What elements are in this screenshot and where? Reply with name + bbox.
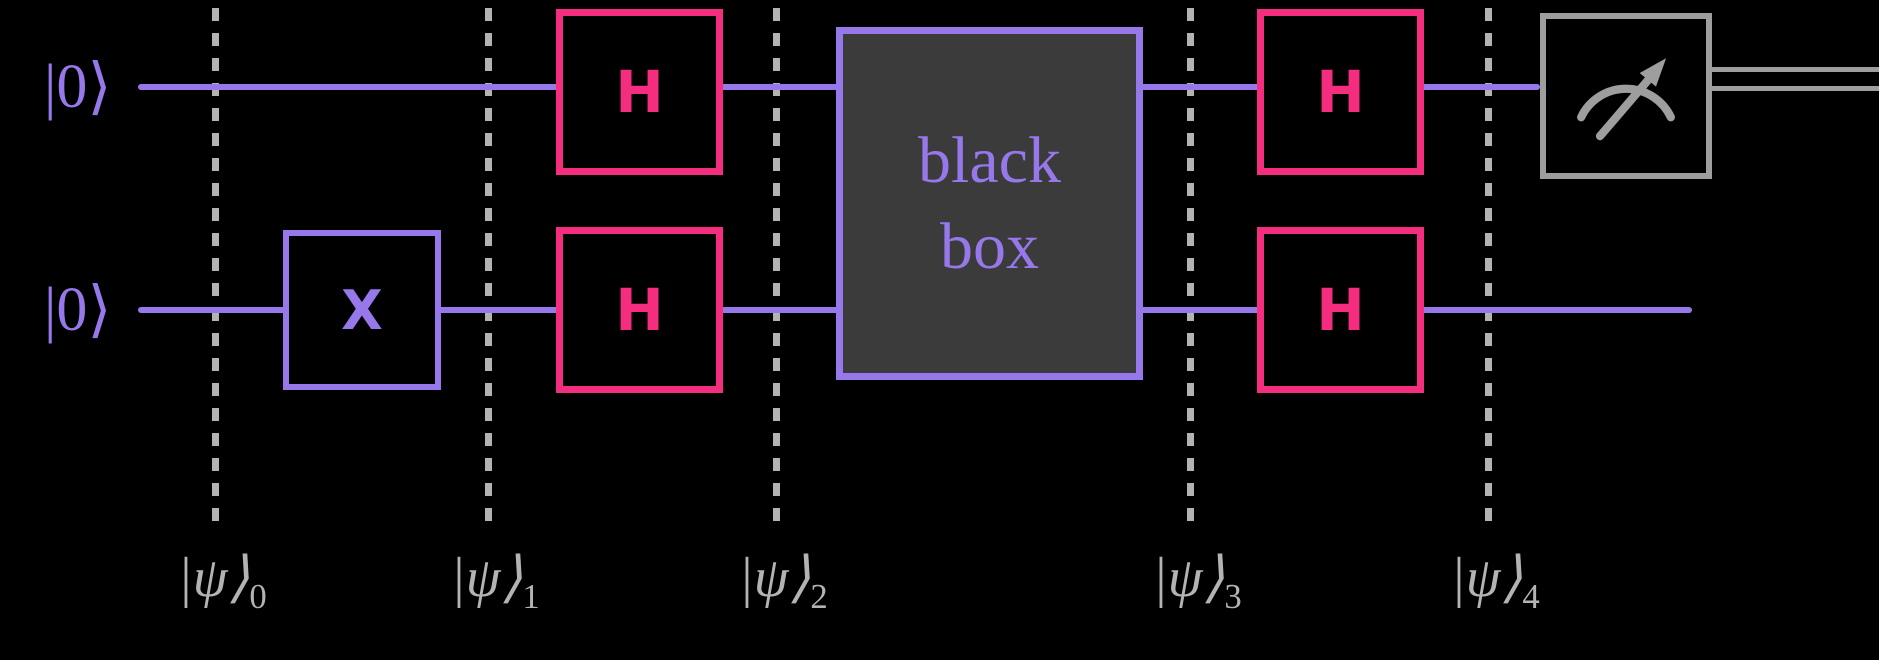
h-gate-label: H [1316, 58, 1365, 126]
barrier-line-4 [1485, 8, 1492, 522]
h-gate-label: H [1316, 276, 1365, 344]
psi-sub: 3 [1224, 577, 1242, 617]
barrier-line-1 [485, 8, 492, 522]
x-gate-label: X [341, 278, 383, 342]
psi-base: |ψ⟩ [177, 547, 250, 609]
h-gate-top-right: H [1257, 9, 1424, 175]
meter-icon [1577, 58, 1675, 141]
h-gate-label: H [615, 276, 664, 344]
state-label-psi2: |ψ⟩2 [738, 545, 827, 617]
h-gate-bottom-right: H [1257, 227, 1424, 393]
state-label-psi3: |ψ⟩3 [1152, 545, 1241, 617]
barrier-line-0 [212, 8, 219, 522]
h-gate-top-left: H [556, 9, 723, 175]
psi-sub: 2 [810, 577, 828, 617]
psi-base: |ψ⟩ [450, 547, 523, 609]
qubit-label-bottom: |0⟩ [44, 276, 112, 344]
x-gate: X [283, 230, 441, 390]
psi-base: |ψ⟩ [1152, 547, 1225, 609]
h-gate-label: H [615, 58, 664, 126]
state-label-psi0: |ψ⟩0 [177, 545, 266, 617]
black-box-label-line2: box [940, 209, 1039, 283]
qubit-label-top: |0⟩ [44, 53, 112, 121]
state-label-psi4: |ψ⟩4 [1450, 545, 1539, 617]
black-box-label-line1: black [918, 123, 1061, 197]
measurement-gate [1540, 13, 1712, 179]
classical-wire-lower [1712, 86, 1879, 91]
psi-base: |ψ⟩ [1450, 547, 1523, 609]
psi-sub: 4 [1522, 577, 1540, 617]
barrier-line-3 [1187, 8, 1194, 522]
black-box-gate: black box [836, 27, 1143, 380]
h-gate-bottom-left: H [556, 227, 723, 393]
psi-sub: 1 [522, 577, 540, 617]
barrier-line-2 [773, 8, 780, 522]
classical-wire-upper [1712, 67, 1879, 72]
state-label-psi1: |ψ⟩1 [450, 545, 539, 617]
psi-sub: 0 [249, 577, 267, 617]
psi-base: |ψ⟩ [738, 547, 811, 609]
